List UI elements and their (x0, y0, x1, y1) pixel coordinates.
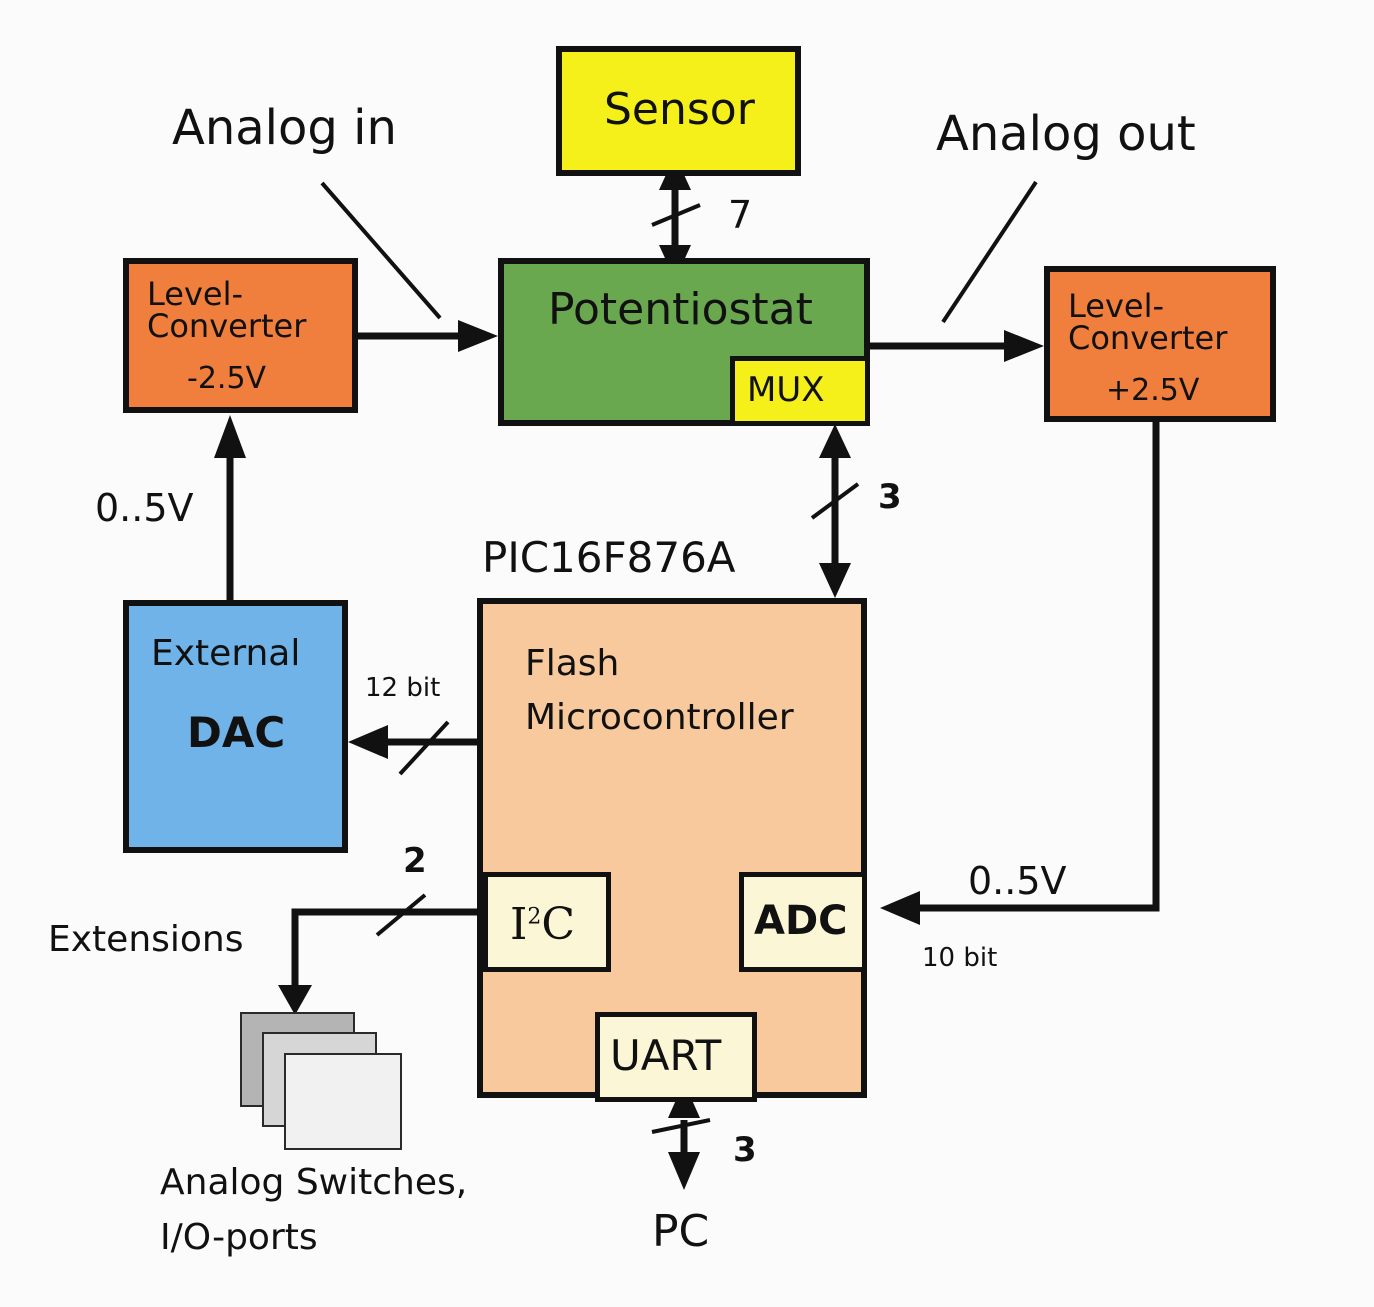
bus-tick-dac (398, 720, 450, 776)
lc-right-to-adc-wire (920, 422, 1160, 912)
arrowhead-into-lc-right (1004, 330, 1044, 362)
bus-width-10-bit: 10 bit (922, 943, 998, 973)
potentiostat-label: Potentiostat (548, 284, 813, 335)
mux-label: MUX (747, 370, 825, 410)
mux-block: MUX (730, 356, 870, 426)
lc-right-line3: +2.5V (1106, 373, 1200, 408)
lc-right-line1: Level- (1068, 287, 1165, 325)
dac-line1: External (151, 633, 301, 674)
bus-width-3-mux: 3 (878, 477, 902, 517)
sensor-label: Sensor (604, 84, 755, 135)
analog-in-label: Analog in (172, 100, 397, 156)
lc-left-line3: -2.5V (187, 361, 267, 396)
arrowhead-pc-down (668, 1152, 700, 1190)
lc-right-line2: Converter (1068, 319, 1228, 357)
voltage-range-left: 0..5V (95, 486, 194, 530)
bus-tick-i2c (375, 893, 427, 937)
adc-block: ADC (739, 872, 867, 972)
bus-tick-sensor (651, 203, 701, 227)
analog-out-label: Analog out (936, 106, 1196, 162)
i2c-base: I (510, 899, 528, 950)
i2c-tail: C (541, 899, 576, 950)
pc-label: PC (652, 1206, 710, 1257)
extensions-label: Extensions (48, 919, 244, 960)
extension-card-front (284, 1053, 402, 1150)
i2c-to-extensions-wire (291, 908, 477, 990)
bus-width-2: 2 (403, 841, 427, 881)
mcu-line2: Microcontroller (525, 697, 794, 738)
switches-line2: I/O-ports (160, 1217, 318, 1258)
i2c-label: I2C (510, 903, 575, 947)
adc-label: ADC (754, 898, 848, 944)
analog-in-leader (320, 181, 442, 320)
i2c-block: I2C (483, 872, 611, 972)
bus-tick-mux (810, 482, 860, 520)
analog-out-leader (941, 180, 1038, 324)
uart-block: UART (595, 1012, 757, 1102)
lc-left-line2: Converter (147, 307, 307, 345)
arrowhead-into-dac (348, 725, 388, 759)
bus-width-3-uart: 3 (733, 1130, 757, 1170)
uart-label: UART (610, 1031, 722, 1080)
mcu-line1: Flash (525, 643, 620, 684)
arrowhead-mux-down (819, 563, 851, 598)
microcontroller-block: Flash Microcontroller I2C ADC UART (477, 598, 867, 1102)
voltage-range-right: 0..5V (968, 859, 1067, 903)
level-converter-right-block: Level- Converter +2.5V (1044, 266, 1276, 422)
switches-line1: Analog Switches, (160, 1162, 468, 1203)
bus-tick-uart (651, 1118, 711, 1134)
dac-block: External DAC (123, 600, 348, 853)
arrowhead-into-potentiostat (458, 320, 498, 352)
arrowhead-into-extensions (278, 985, 312, 1015)
level-converter-left-block: Level- Converter -2.5V (123, 258, 358, 413)
mcu-part-number: PIC16F876A (482, 533, 736, 582)
bus-width-7: 7 (728, 193, 753, 237)
arrowhead-into-lc-left (214, 415, 246, 458)
potentiostat-block: Potentiostat MUX (498, 258, 870, 426)
arrowhead-mux-up (819, 424, 851, 458)
bus-width-12-bit: 12 bit (365, 673, 441, 703)
arrowhead-into-adc (880, 891, 920, 925)
lc-left-line1: Level- (147, 275, 244, 313)
sensor-block: Sensor (556, 46, 801, 176)
i2c-sup: 2 (527, 904, 542, 930)
dac-line2: DAC (187, 708, 286, 757)
